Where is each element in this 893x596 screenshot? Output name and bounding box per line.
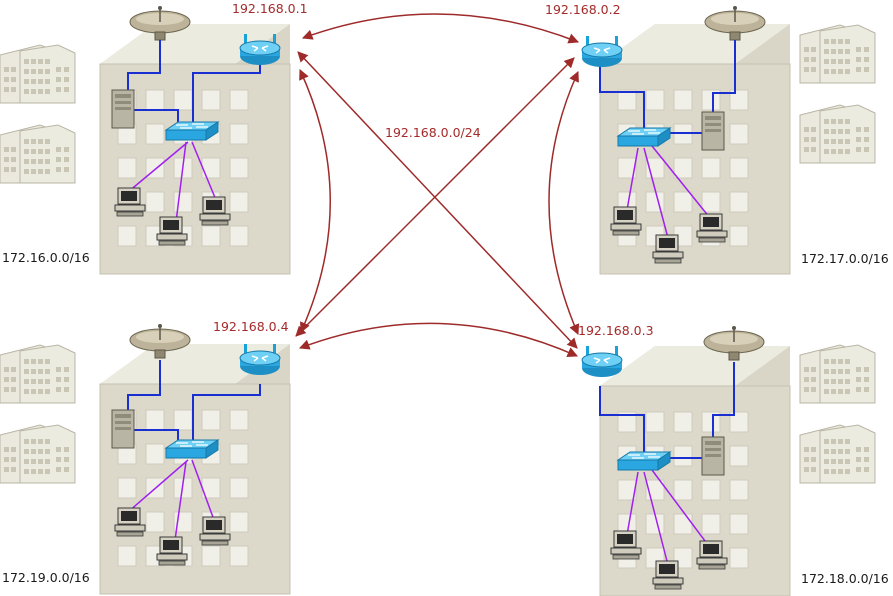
router-ip-label: 192.168.0.4 <box>213 319 289 334</box>
router-ip-label: 192.168.0.3 <box>578 323 654 338</box>
trunk-link <box>712 362 735 440</box>
server-icon <box>111 89 135 129</box>
trunk-link <box>127 40 161 90</box>
trunk-link <box>599 64 645 130</box>
lan-subnet-label: 172.19.0.0/16 <box>2 570 90 585</box>
trunk-link <box>712 40 736 118</box>
switch-icon <box>165 121 219 141</box>
office-building-icon <box>0 424 76 484</box>
access-link <box>127 141 189 193</box>
trunk-link <box>192 62 261 135</box>
wan-links <box>295 13 580 357</box>
access-link <box>651 145 711 219</box>
workstation-icon <box>114 507 146 537</box>
switch-icon <box>617 451 671 471</box>
site-3: 192.168.0.3 172.18.0.0/16 <box>578 323 889 596</box>
access-link <box>191 459 215 521</box>
office-building-icon <box>0 124 76 184</box>
access-link <box>191 141 217 201</box>
router-icon <box>581 345 623 378</box>
wan-link <box>548 71 580 335</box>
access-link <box>127 459 189 513</box>
access-link <box>175 141 187 223</box>
workstation-icon <box>156 216 188 246</box>
office-building-icon <box>0 344 76 404</box>
access-link <box>626 147 639 211</box>
lan-subnet-label: 172.18.0.0/16 <box>801 571 889 586</box>
workstation-icon <box>652 560 684 590</box>
lan-subnet-label: 172.17.0.0/16 <box>801 251 889 266</box>
router-icon <box>581 35 623 68</box>
trunk-link <box>127 360 161 410</box>
site-4: 192.168.0.4 172.19.0.0/16 <box>2 319 291 595</box>
workstation-icon <box>199 196 231 226</box>
workstation-icon <box>114 187 146 217</box>
site-1: 192.168.0.1 172.16.0.0/16 <box>2 1 308 275</box>
office-building-icon <box>799 24 876 84</box>
workstation-icon <box>199 516 231 546</box>
wan-link <box>302 13 579 44</box>
office-building-icon <box>799 104 876 164</box>
office-building-icon <box>799 344 876 404</box>
workstation-icon <box>652 234 684 264</box>
router-ip-label: 192.168.0.1 <box>232 1 308 16</box>
wan-link <box>295 57 575 337</box>
main-building-icon <box>599 23 791 275</box>
workstation-icon <box>156 536 188 566</box>
access-link <box>651 469 709 546</box>
access-link <box>643 147 669 239</box>
access-link <box>626 471 639 536</box>
site-2: 192.168.0.2 172.17.0.0/16 <box>545 2 889 275</box>
office-building-icon <box>799 424 876 484</box>
switch-icon <box>165 439 219 459</box>
wan-link <box>299 69 331 333</box>
access-link <box>643 471 669 566</box>
office-building-icon <box>0 44 76 104</box>
access-link <box>174 461 187 541</box>
switch-icon <box>617 127 671 147</box>
server-icon <box>701 436 725 476</box>
wan-subnet-label: 192.168.0.0/24 <box>385 125 481 140</box>
server-icon <box>111 409 135 449</box>
trunk-link <box>192 384 261 447</box>
server-icon <box>701 111 725 151</box>
trunk-link <box>599 386 645 452</box>
lan-subnet-label: 172.16.0.0/16 <box>2 250 90 265</box>
workstation-icon <box>610 530 642 560</box>
wan-link <box>299 322 578 357</box>
workstation-icon <box>610 206 642 236</box>
workstation-icon <box>696 213 728 243</box>
workstation-icon <box>696 540 728 570</box>
router-ip-label: 192.168.0.2 <box>545 2 621 17</box>
